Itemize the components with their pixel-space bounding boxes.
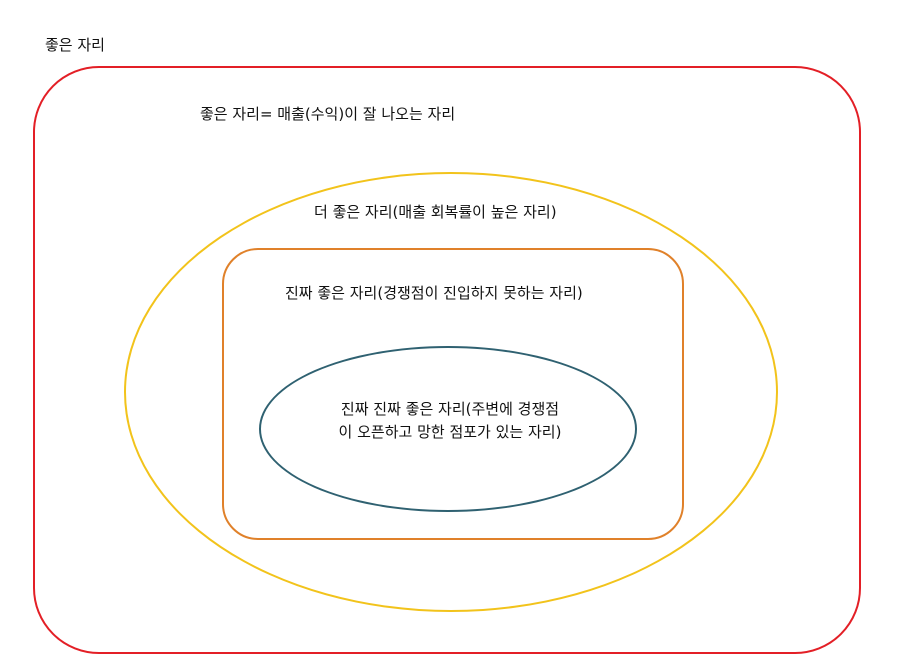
diagram-title: 좋은 자리 [45, 36, 105, 54]
innermost-label-line-1: 진짜 진짜 좋은 자리(주변에 경쟁점 [340, 400, 560, 418]
outer-level-rounded-box [33, 66, 861, 654]
third-level-label: 진짜 좋은 자리(경쟁점이 진입하지 못하는 자리) [285, 284, 583, 302]
innermost-level-ellipse [259, 346, 637, 512]
second-level-ellipse [124, 172, 778, 612]
innermost-level-label: 진짜 진짜 좋은 자리(주변에 경쟁점 이 오픈하고 망한 점포가 있는 자리) [300, 398, 600, 443]
innermost-label-line-2: 이 오픈하고 망한 점포가 있는 자리) [338, 422, 562, 441]
outer-level-label: 좋은 자리= 매출(수익)이 잘 나오는 자리 [200, 105, 456, 123]
second-level-label: 더 좋은 자리(매출 회복률이 높은 자리) [314, 203, 557, 221]
third-level-rounded-box [222, 248, 684, 540]
